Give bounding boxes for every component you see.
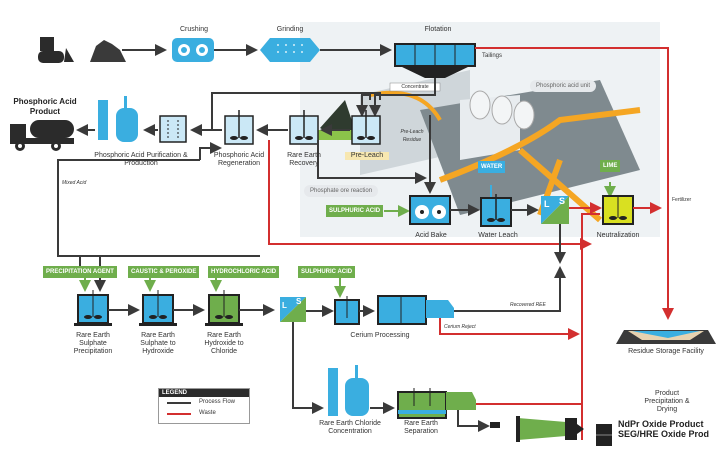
residue-storage-label: Residue Storage Facility xyxy=(628,348,704,355)
legend-label-waste: Waste xyxy=(199,410,216,416)
phosphoric-acid-regeneration-label: Phosphoric Acid Regeneration xyxy=(213,152,265,167)
phosphoric-acid-purification-label: Phosphoric Acid Purification & Productio… xyxy=(94,152,188,167)
cerium-reject-line xyxy=(439,318,580,340)
legend-swatch-waste xyxy=(167,413,191,415)
water-leach-tank-icon xyxy=(480,194,512,227)
re-chloride-concentration-label: Rare Earth Chloride Concentration xyxy=(319,420,381,435)
re-sulphate-to-hydroxide-tank-icon xyxy=(139,290,177,326)
caustic-peroxide-reagent: CAUSTIC & PEROXIDE xyxy=(128,266,200,278)
product-dryer-icon xyxy=(490,416,584,442)
waste-line-tailings xyxy=(475,47,674,320)
precipitation-agent-reagent: PRECIPITATION AGENT xyxy=(43,266,117,278)
plant-illustration-background xyxy=(300,22,660,237)
water-leach-label: Water Leach xyxy=(478,232,518,239)
neutralization-label: Neutralization xyxy=(596,232,640,239)
mixed-acid-line xyxy=(57,159,260,257)
legend: LEGEND Process Flow Waste xyxy=(158,388,250,424)
tanker-truck-icon xyxy=(10,120,74,151)
flow-arrow xyxy=(199,142,222,160)
flow-arrow xyxy=(292,322,324,414)
re-separation-label: Rare Earth Separation xyxy=(404,420,438,435)
legend-swatch-process-flow xyxy=(167,402,191,404)
waste-line-return xyxy=(581,213,600,440)
separator-solid-label: S xyxy=(559,196,566,206)
purification-tank-icon xyxy=(159,115,187,143)
neutralization-tank-icon xyxy=(602,195,634,225)
legend-label-process-flow: Process Flow xyxy=(199,399,236,405)
phosphate-ore-reaction-pill: Phosphate ore reaction xyxy=(304,185,379,197)
hydrochloric-acid-reagent: HYDROCHLORIC ACID xyxy=(208,266,280,278)
cerium-settler-icon xyxy=(377,295,454,325)
separation-mixer-settler-icon xyxy=(397,388,476,419)
separator-2-liquid-label: L xyxy=(282,301,287,310)
product-precipitation-label: Product Precipitation & Drying xyxy=(644,390,690,413)
flow-arrow xyxy=(457,410,490,432)
re-sulphate-precipitation-label: Rare Earth Sulphate Precipitation xyxy=(73,332,113,355)
sulphuric-acid-reagent-2: SULPHURIC ACID xyxy=(298,266,356,278)
solid-liquid-separator-icon xyxy=(541,196,569,224)
pre-leach-tank-icon xyxy=(351,110,381,145)
flotation-cells-icon xyxy=(394,43,476,78)
re-sulphate-precipitation-tank-icon xyxy=(74,290,112,326)
crushing-label: Crushing xyxy=(179,26,208,33)
recycle-line xyxy=(211,92,381,130)
pre-leach-residue-label: Pre-Leach Residue xyxy=(400,129,424,143)
crusher-icon xyxy=(172,38,214,62)
re-hydroxide-to-chloride-tank-icon xyxy=(205,290,243,326)
acid-bake-kiln-icon xyxy=(409,195,451,225)
regeneration-tank-icon xyxy=(224,110,254,145)
grinding-label: Grinding xyxy=(276,26,304,33)
legend-item-process-flow: Process Flow xyxy=(159,397,249,408)
seg-hre-oxide-product-label: SEG/HRE Oxide Prod xyxy=(618,429,710,439)
re-sulphate-to-hydroxide-label: Rare Earth Sulphate to Hydroxide xyxy=(140,332,176,355)
separator-liquid-label: L xyxy=(544,199,550,209)
recovered-ree-label: Recovered REE xyxy=(510,302,546,308)
re-recovery-tank-icon xyxy=(289,110,319,145)
recovered-ree-line xyxy=(454,266,566,312)
ore-pile-icon xyxy=(90,40,126,62)
purification-column-icon xyxy=(98,96,138,142)
concentrate-label: Concentrate xyxy=(401,84,429,90)
sulphuric-acid-reagent: SULPHURIC ACID xyxy=(326,205,384,217)
cerium-tank-icon xyxy=(334,296,360,325)
flow-arrow xyxy=(369,78,436,117)
legend-item-waste: Waste xyxy=(159,408,249,419)
mixed-acid-label: Mixed Acid xyxy=(62,180,87,186)
cerium-processing-label: Cerium Processing xyxy=(350,332,410,339)
flow-arrow xyxy=(317,140,427,184)
separator-2-solid-label: S xyxy=(296,297,302,306)
lime-reagent: LIME xyxy=(600,160,621,172)
legend-title: LEGEND xyxy=(159,389,249,397)
flow-arrow xyxy=(356,94,371,117)
ndpr-oxide-product-label: NdPr Oxide Product xyxy=(618,419,704,429)
acid-bake-label: Acid Bake xyxy=(415,232,447,239)
pre-leach-label: Pre-Leach xyxy=(345,152,389,160)
concentrate-label-box xyxy=(389,82,441,92)
bulldozer-icon xyxy=(38,37,74,63)
phosphoric-acid-unit-pill: Phosphoric acid unit xyxy=(530,80,597,92)
solid-liquid-separator-2-icon xyxy=(280,297,306,322)
waste-line-regeneration xyxy=(268,140,592,250)
tailings-label: Tailings xyxy=(482,53,503,59)
flotation-label: Flotation xyxy=(424,26,452,33)
fertilizer-label: Fertilizer xyxy=(672,197,692,203)
chloride-concentration-column-icon xyxy=(328,365,369,416)
rare-earth-recovery-label: Rare Earth Recovery xyxy=(287,152,321,167)
re-hydroxide-to-chloride-label: Rare Earth Hydroxide to Chloride xyxy=(204,332,244,355)
grinding-mill-icon xyxy=(260,38,320,62)
phosphoric-acid-product-label: Phosphoric Acid Product xyxy=(13,97,77,116)
cerium-reject-label: Cerium Reject xyxy=(444,324,476,330)
residue-storage-facility-icon xyxy=(616,330,716,344)
water-reagent: WATER xyxy=(478,161,506,173)
oxide-drum-icon xyxy=(596,424,612,446)
